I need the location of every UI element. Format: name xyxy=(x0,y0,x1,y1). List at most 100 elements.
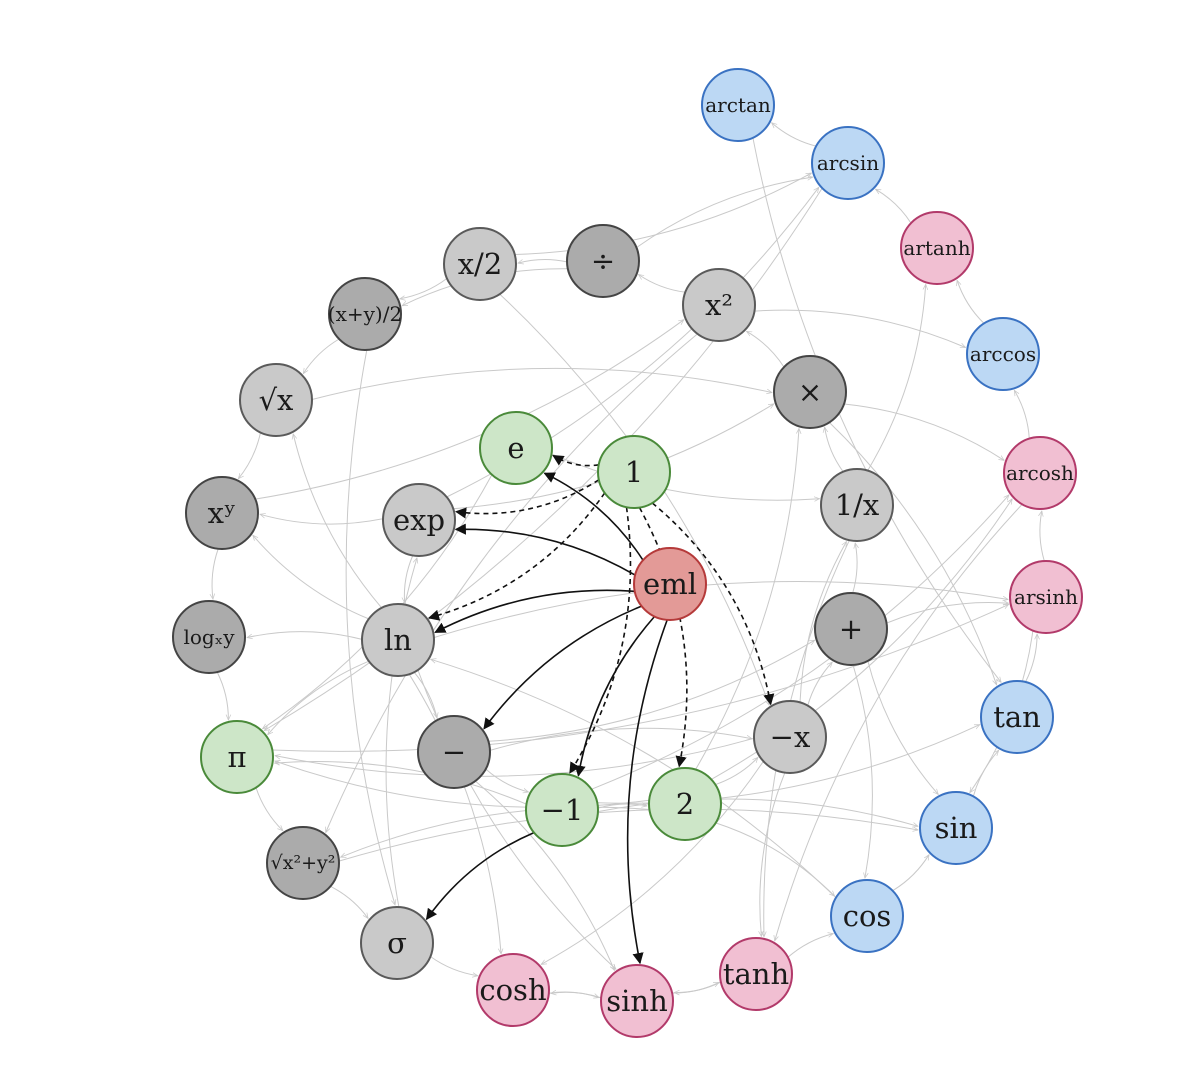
node-two-label: 2 xyxy=(676,787,694,821)
light-edge-inv-to-mul xyxy=(825,427,844,473)
light-edge-arccos-to-artanh xyxy=(957,280,985,324)
dashed-edge-one-to-neg xyxy=(651,502,775,706)
light-edge-inv-to-artanh xyxy=(867,284,926,471)
light-edge-two-to-neg xyxy=(715,757,758,786)
node-arsinh-label: arsinh xyxy=(1014,585,1078,609)
light-edge-sinh-to-tanh xyxy=(672,981,719,994)
node-avg-circle xyxy=(328,277,402,351)
node-arcsin: arcsin xyxy=(811,126,885,200)
dark-edge-eml-to-sinh xyxy=(626,619,668,965)
node-one: 1 xyxy=(597,435,671,509)
node-sub: − xyxy=(417,715,491,789)
node-artanh-label: artanh xyxy=(903,236,970,260)
node-exp-label: exp xyxy=(393,503,445,537)
node-mul-label: × xyxy=(798,375,822,409)
node-avg-label: (x+y)/2 xyxy=(328,302,402,326)
node-logxy: logₓy xyxy=(172,600,246,674)
light-edge-ln-to-sub xyxy=(413,671,437,718)
node-neg: −x xyxy=(753,700,827,774)
light-edge-two-to-mul xyxy=(695,428,800,770)
light-edge-neg-to-pi xyxy=(275,737,755,777)
light-edge-sub-to-add xyxy=(488,640,814,742)
node-cosh-label: cosh xyxy=(479,973,546,1007)
node-ln-circle xyxy=(361,603,435,677)
light-edge-sqrt-to-mul xyxy=(311,367,772,400)
node-exp: exp xyxy=(382,483,456,557)
light-edge-ln-to-logxy xyxy=(247,631,363,640)
light-edge-arcosh-to-arccos xyxy=(1014,390,1030,439)
node-ln-label: ln xyxy=(384,623,412,657)
light-edge-mul-to-arcosh xyxy=(843,403,1004,460)
node-arctan-circle xyxy=(701,68,775,142)
node-sinh-circle xyxy=(600,964,674,1038)
node-exp-circle xyxy=(382,483,456,557)
light-edge-tan-to-arsinh xyxy=(1025,634,1038,683)
node-two-circle xyxy=(648,767,722,841)
node-pi: π xyxy=(200,720,274,794)
node-sigma-circle xyxy=(360,906,434,980)
light-edge-exp-to-ln xyxy=(404,555,414,603)
light-edge-sinh-to-cosh xyxy=(551,992,602,999)
light-edge-m1-to-pi xyxy=(275,762,527,805)
node-tanh-label: tanh xyxy=(723,957,789,991)
node-tan: tan xyxy=(980,680,1054,754)
light-edge-half-to-arcsin xyxy=(514,172,812,255)
node-sq-circle xyxy=(682,268,756,342)
light-edge-sigma-to-cosh xyxy=(430,956,477,976)
node-xpowy: xʸ xyxy=(185,476,259,550)
dark-edge-eml-to-m1 xyxy=(574,615,656,777)
node-arccos: arccos xyxy=(966,317,1040,391)
node-m1: −1 xyxy=(525,773,599,847)
node-arccos-circle xyxy=(966,317,1040,391)
light-edge-neg-to-inv xyxy=(799,542,847,703)
node-div-label: ÷ xyxy=(591,244,615,278)
node-arcosh-label: arcosh xyxy=(1006,461,1074,485)
light-edge-add-to-cos xyxy=(852,664,873,878)
node-eml: eml xyxy=(633,547,707,621)
light-edge-pi-to-arsinh xyxy=(272,603,1008,752)
node-div-circle xyxy=(566,224,640,298)
light-edge-tanh-to-sinh xyxy=(674,981,722,993)
light-edge-sin-to-tan xyxy=(972,750,998,797)
dark-edge-eml-to-exp xyxy=(454,523,636,576)
light-edge-ln-to-sqrt xyxy=(293,434,383,609)
light-edge-arcsin-to-arctan xyxy=(772,123,817,147)
dark-edge-eml-to-sub xyxy=(483,605,642,730)
node-sqrt: √x xyxy=(239,363,313,437)
node-xpowy-circle xyxy=(185,476,259,550)
dark-edge-layer xyxy=(425,454,775,965)
light-edge-arcsin-to-pi xyxy=(264,187,823,730)
light-edge-avg-to-sigma xyxy=(345,349,395,905)
node-sub-circle xyxy=(417,715,491,789)
light-edge-cos-to-sin xyxy=(892,855,929,892)
dark-edge-eml-to-ln xyxy=(434,589,635,634)
node-arcosh-circle xyxy=(1003,436,1077,510)
light-edge-exp-to-xpowy xyxy=(260,514,384,525)
node-sq: x² xyxy=(682,268,756,342)
light-edge-artanh-to-arcsin xyxy=(876,189,912,224)
node-artanh: artanh xyxy=(900,211,974,285)
light-edge-two-to-cos xyxy=(715,822,835,896)
node-layer: arctanarcsinartanharccosarcosharsinhtans… xyxy=(172,68,1083,1038)
node-half-circle xyxy=(443,227,517,301)
node-sigma: σ xyxy=(360,906,434,980)
light-edge-layer xyxy=(212,123,1045,999)
light-edge-xpowy-to-logxy xyxy=(212,548,219,599)
light-edge-ln-to-pi xyxy=(268,660,370,735)
node-sinh-label: sinh xyxy=(606,984,668,1018)
node-e-circle xyxy=(479,411,553,485)
light-edge-hypot-to-sigma xyxy=(330,885,368,918)
node-sub-label: − xyxy=(442,735,466,769)
light-edge-m1-to-arcosh xyxy=(591,495,1009,790)
light-edge-m1-to-sin xyxy=(597,798,918,826)
node-inv-circle xyxy=(820,468,894,542)
node-sin-circle xyxy=(919,791,993,865)
light-edge-sqrt-to-xpowy xyxy=(238,432,261,479)
node-hypot-label: √x²+y² xyxy=(271,852,336,874)
light-edge-arcosh-to-tanh xyxy=(775,503,1023,941)
node-sq-label: x² xyxy=(705,288,733,322)
light-edge-half-to-avg xyxy=(400,278,448,298)
node-cos: cos xyxy=(830,879,904,953)
light-edge-hypot-to-sin xyxy=(338,808,918,862)
